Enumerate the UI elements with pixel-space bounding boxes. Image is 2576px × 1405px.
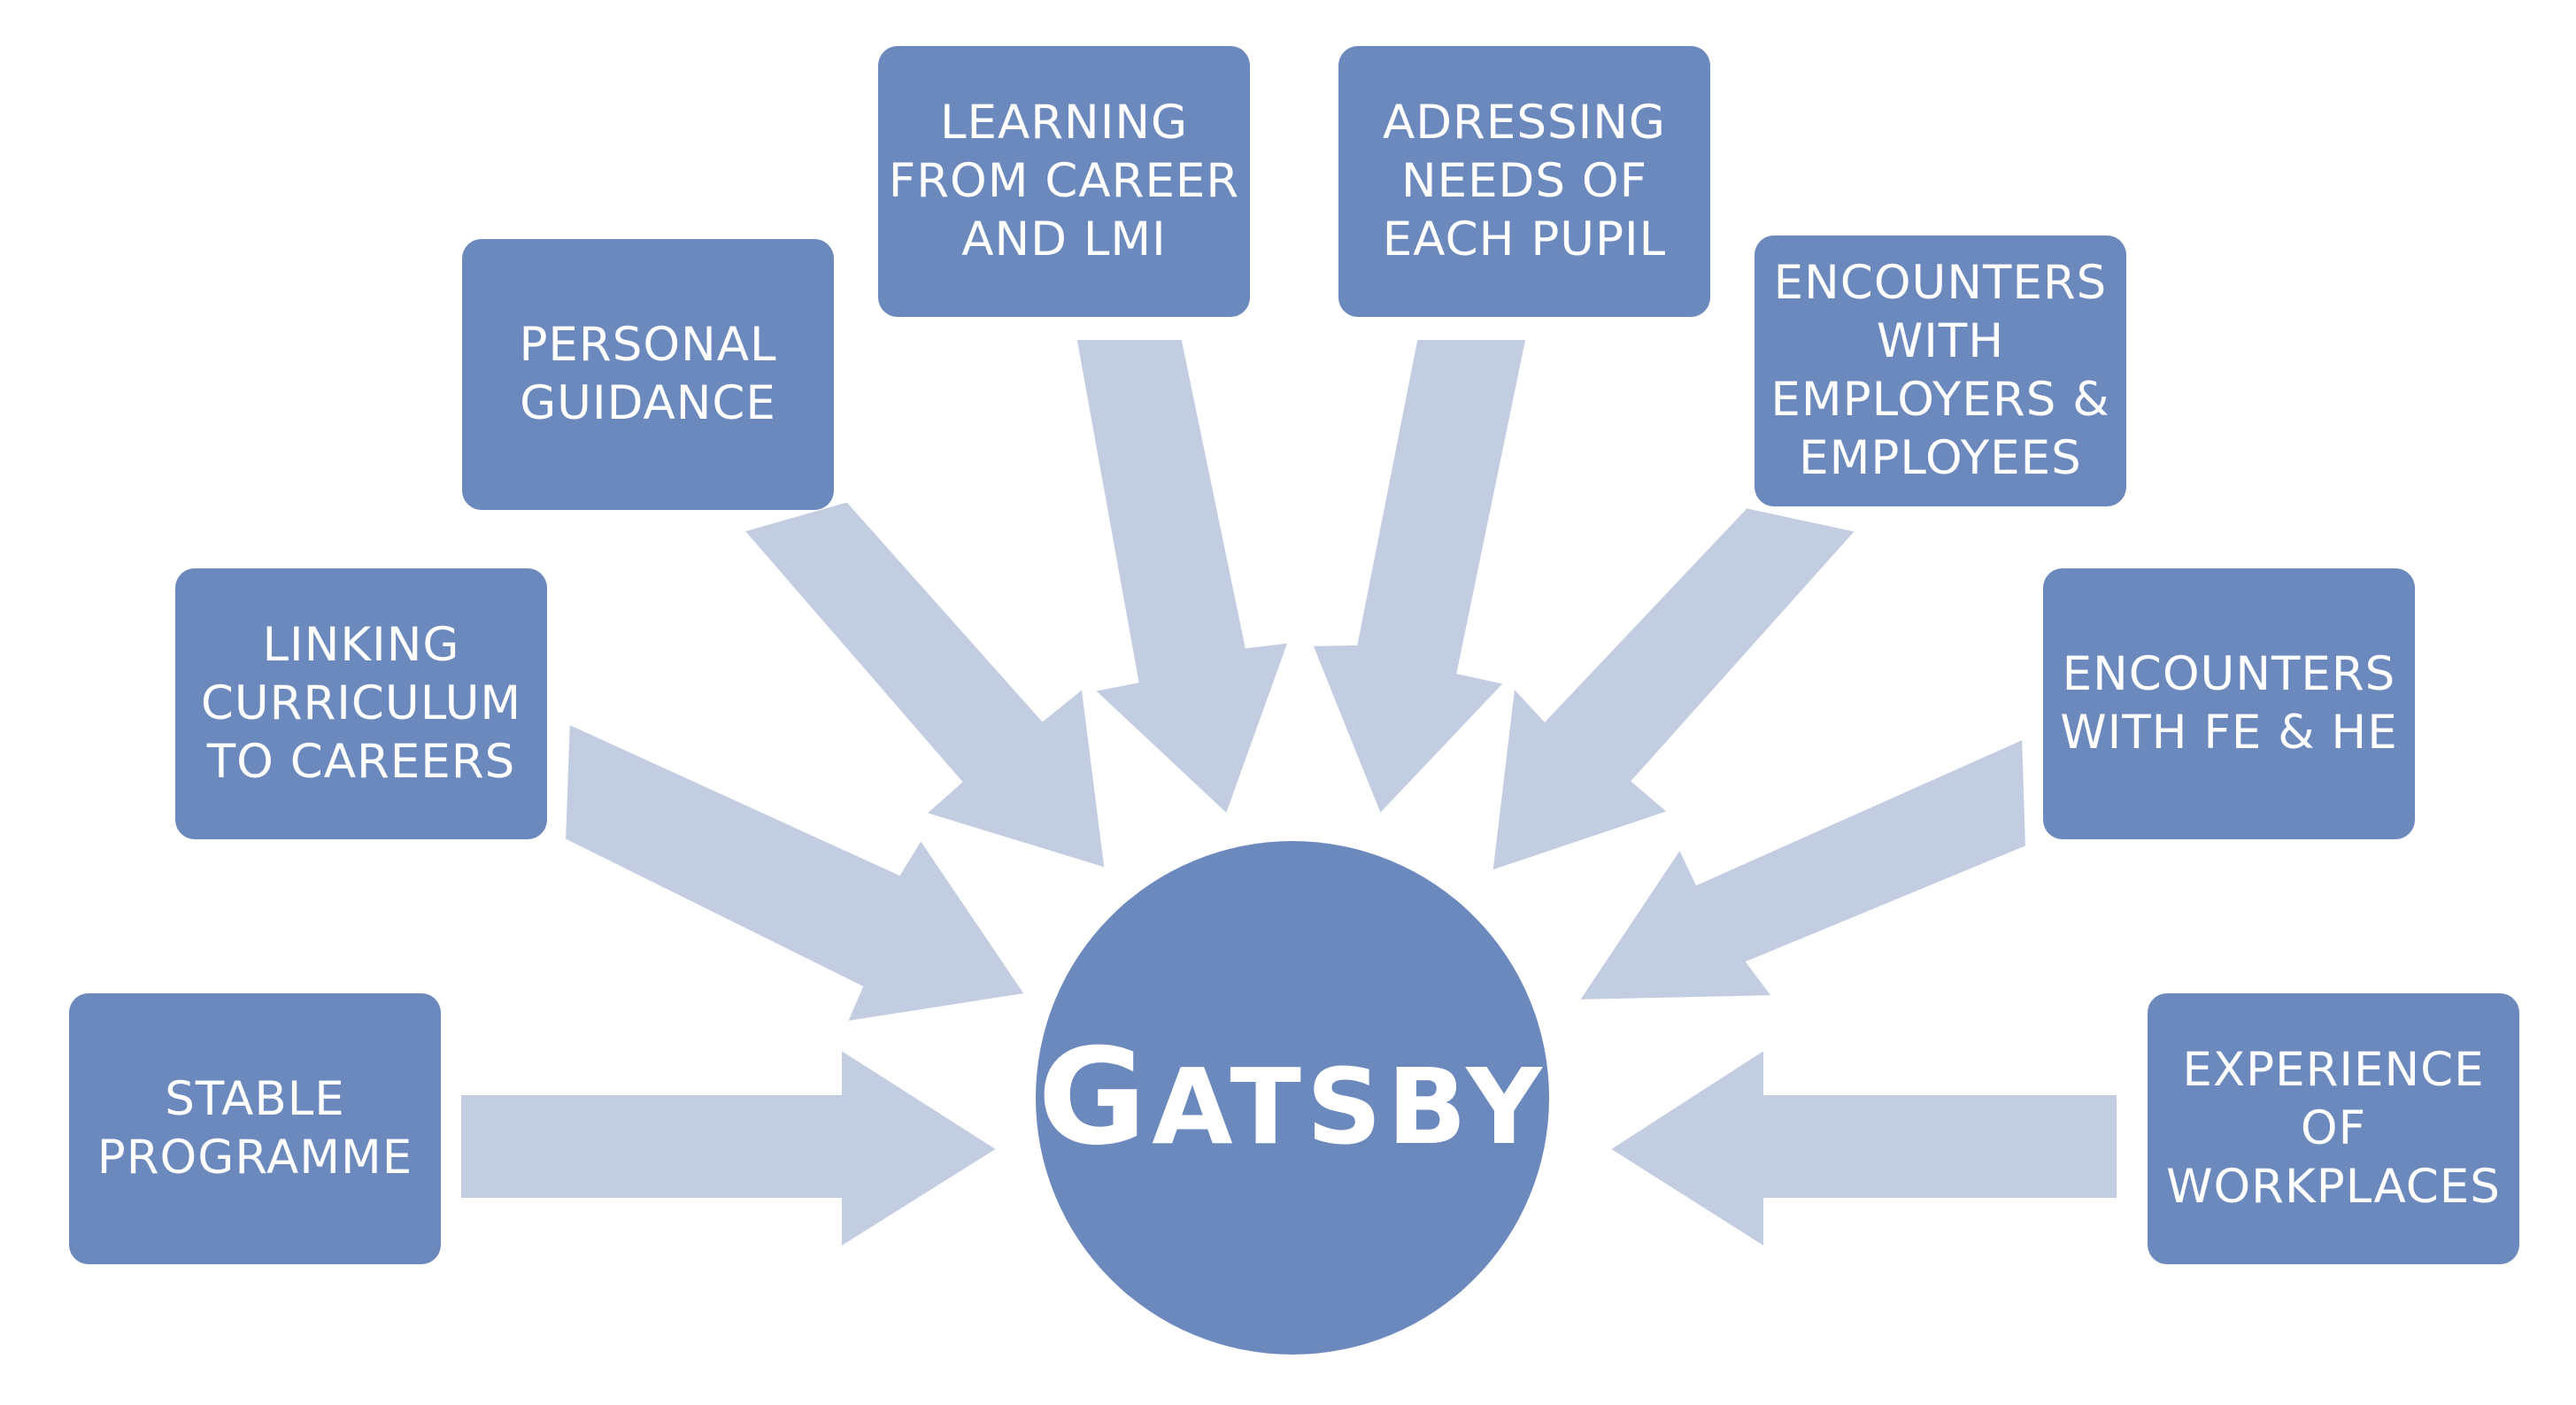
node-encounters-fe-he: ENCOUNTERS WITH FE & HE xyxy=(2043,568,2415,839)
arrow-employers xyxy=(1485,500,1868,880)
hub-title-initial: G xyxy=(1037,1021,1153,1175)
arrow-linking xyxy=(558,714,1036,1031)
node-label: STABLE PROGRAMME xyxy=(96,1072,413,1185)
node-learning-from-career: LEARNING FROM CAREER AND LMI xyxy=(878,46,1250,317)
hub-title-rest: ATSBY xyxy=(1152,1046,1547,1168)
node-label: LINKING CURRICULUM TO CAREERS xyxy=(200,618,522,789)
node-experience-workplaces: EXPERIENCE OF WORKPLACES xyxy=(2148,993,2519,1264)
node-label: EXPERIENCE OF WORKPLACES xyxy=(2166,1043,2501,1214)
node-stable-programme: STABLE PROGRAMME xyxy=(69,993,441,1264)
node-adressing-needs: ADRESSING NEEDS OF EACH PUPIL xyxy=(1338,46,1710,317)
central-hub: GATSBY xyxy=(1036,841,1549,1355)
arrow-workplaces xyxy=(1598,1038,2124,1259)
node-encounters-employers: ENCOUNTERS WITH EMPLOYERS & EMPLOYEES xyxy=(1755,235,2126,506)
node-label: ADRESSING NEEDS OF EACH PUPIL xyxy=(1382,96,1667,266)
node-label: LEARNING FROM CAREER AND LMI xyxy=(888,96,1240,266)
hub-title: GATSBY xyxy=(1037,1021,1547,1175)
arrow-stable xyxy=(454,1038,1009,1259)
arrow-adressing xyxy=(1303,333,1534,826)
node-personal-guidance: PERSONAL GUIDANCE xyxy=(462,239,834,510)
node-label: ENCOUNTERS WITH FE & HE xyxy=(2060,647,2398,760)
node-label: PERSONAL GUIDANCE xyxy=(519,318,777,430)
arrow-personal xyxy=(732,494,1113,877)
arrow-fehe xyxy=(1567,729,2033,1007)
node-label: ENCOUNTERS WITH EMPLOYERS & EMPLOYEES xyxy=(1770,256,2110,485)
arrow-learning xyxy=(1068,333,1298,826)
node-linking-curriculum: LINKING CURRICULUM TO CAREERS xyxy=(175,568,547,839)
